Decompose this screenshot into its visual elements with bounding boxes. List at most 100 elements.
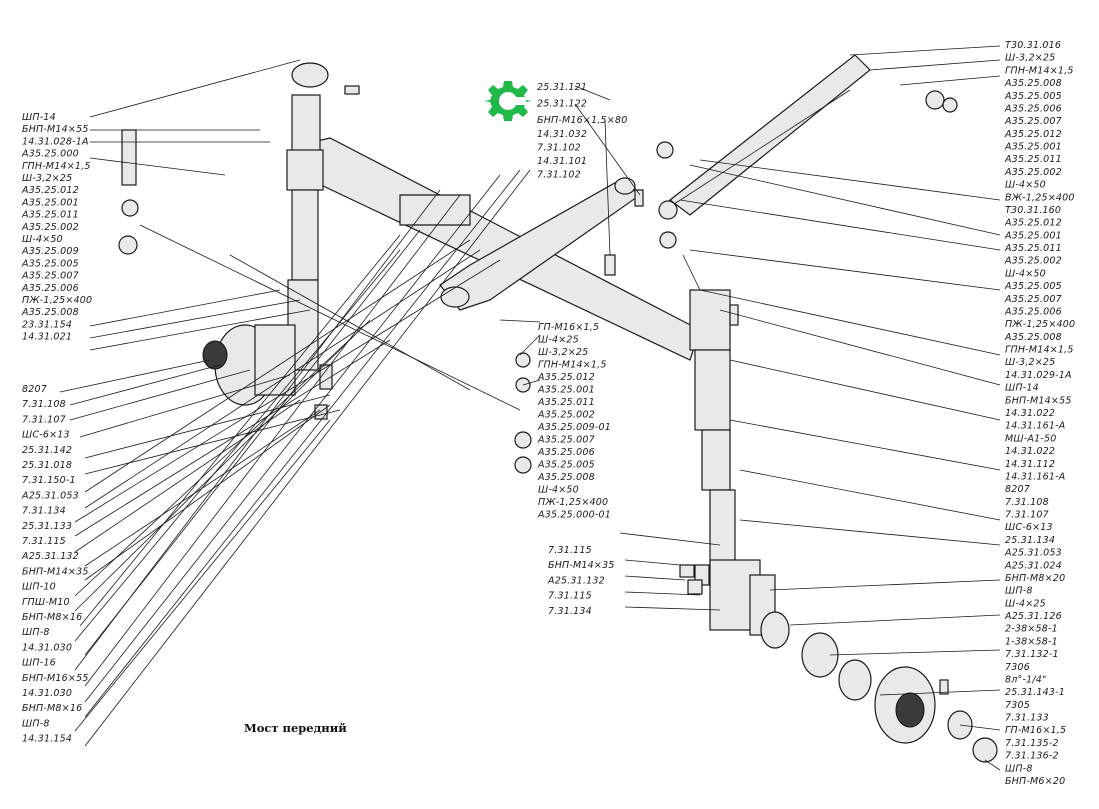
part-label: А35.25.011 [1004, 243, 1062, 254]
part-label: 25.31.018 [22, 460, 72, 471]
part-label: 14.31.022 [1005, 446, 1055, 457]
gear-icon [484, 81, 532, 121]
part-label: 14.31.032 [537, 129, 587, 140]
part-label: Ш-3,2×25 [538, 347, 588, 358]
part-label: 7.31.102 [537, 143, 581, 154]
part-label: 7.31.134 [548, 606, 592, 617]
part-label: 25.31.133 [22, 521, 72, 532]
part-label: 25.31.134 [1005, 535, 1055, 546]
part-label: ШП-8 [22, 718, 50, 729]
part-label: 25.31.143-1 [1005, 687, 1065, 698]
part-label: А35.25.011 [1004, 154, 1062, 165]
part-label: 7.31.115 [548, 545, 592, 556]
part-label: БНП-М8×16 [22, 703, 82, 714]
part-label: Ш-3,2×25 [1005, 357, 1055, 368]
part-label: БНП-М8×20 [1005, 573, 1065, 584]
part-label: ПЖ-1,25×400 [1005, 319, 1075, 330]
part-label: Ш-4×50 [538, 485, 579, 496]
part-label: ШС-6×13 [22, 430, 70, 441]
left-part-labels: ШП-14БНП-М14×5514.31.028-1АА35.25.000ГПН… [21, 112, 92, 745]
part-label: 14.31.161-А [1005, 471, 1065, 482]
part-label: ШП-16 [22, 658, 56, 669]
part-label: ВЖ-1,25×400 [1005, 192, 1075, 203]
part-label: А25.31.126 [1004, 611, 1062, 622]
part-label: А35.25.007 [21, 271, 79, 282]
part-label: БНП-М14×35 [548, 560, 615, 571]
part-label: БНП-М16×1,5×80 [537, 115, 627, 126]
part-label: А35.25.005 [1004, 281, 1062, 292]
part-label: А35.25.007 [1004, 294, 1062, 305]
part-label: 14.31.030 [22, 642, 72, 653]
part-label: 7.31.115 [22, 536, 66, 547]
part-label: А35.25.012 [537, 372, 595, 383]
part-label: Ш-4×50 [1005, 268, 1046, 279]
part-label: ГПШ-М10 [22, 597, 70, 608]
part-label: Ш-4×50 [1005, 180, 1046, 191]
right-part-labels: Т30.31.016Ш-3,2×25ГПН-М14×1,5А35.25.008А… [1004, 40, 1075, 787]
part-label: 7.31.108 [1005, 497, 1049, 508]
part-label: 2-38×58-1 [1005, 624, 1058, 635]
part-label: 14.31.022 [1005, 408, 1055, 419]
part-label: ГПН-М14×1,5 [1005, 345, 1074, 356]
part-label: Ш-4×25 [538, 335, 579, 346]
part-label: А35.25.005 [537, 460, 595, 471]
part-label: ГП-М16×1,5 [538, 322, 599, 333]
part-label: А35.25.000 [21, 149, 79, 160]
part-label: А25.31.024 [1004, 560, 1062, 571]
part-label: 14.31.112 [1005, 459, 1055, 470]
part-label: 7305 [1005, 700, 1030, 711]
part-label: А35.25.008 [537, 472, 595, 483]
part-label: А25.31.132 [21, 551, 79, 562]
part-label: А35.25.006 [537, 447, 595, 458]
part-label: А35.25.005 [21, 258, 79, 269]
part-label: А35.25.011 [537, 397, 595, 408]
part-label: 7.31.107 [1005, 510, 1049, 521]
part-label: 14.31.021 [22, 332, 72, 343]
part-label: 7.31.132-1 [1005, 649, 1059, 660]
part-label: Ш-3,2×25 [22, 173, 72, 184]
part-label: А35.25.000-01 [537, 510, 611, 521]
part-label: 7.31.108 [22, 399, 66, 410]
part-label: ШП-8 [22, 627, 50, 638]
part-label: 7.31.102 [537, 170, 581, 181]
part-label: Ш-4×25 [1005, 598, 1046, 609]
part-label: 8207 [22, 384, 47, 395]
part-label: А35.25.012 [1004, 218, 1062, 229]
part-label: 8л°-1/4" [1005, 674, 1047, 685]
part-label: 14.31.029-1А [1005, 370, 1072, 381]
part-label: 25.31.142 [22, 445, 72, 456]
middle-part-labels: ГП-М16×1,5Ш-4×25Ш-3,2×25ГПН-М14×1,5А35.2… [537, 322, 611, 521]
part-label: 7.31.115 [548, 591, 592, 602]
part-label: ГПН-М14×1,5 [538, 360, 607, 371]
part-label: А35.25.002 [537, 410, 595, 421]
part-label: БНП-М16×55 [22, 673, 89, 684]
part-label: 7.31.107 [22, 414, 66, 425]
part-label: А35.25.006 [21, 283, 79, 294]
part-label: А35.25.002 [1004, 256, 1062, 267]
part-label: ПЖ-1,25×400 [538, 497, 608, 508]
part-label: 14.31.028-1А [22, 136, 89, 147]
part-label: 7.31.136-2 [1005, 751, 1059, 762]
part-label: 14.31.161-А [1005, 421, 1065, 432]
part-label: А35.25.012 [1004, 129, 1062, 140]
part-label: А35.25.007 [537, 435, 595, 446]
part-label: ШС-6×13 [1005, 522, 1053, 533]
part-label: 14.31.030 [22, 688, 72, 699]
part-label: А35.25.011 [21, 210, 79, 221]
lower-middle-part-labels: 7.31.115БНП-М14×35А25.31.1327.31.1157.31… [547, 545, 615, 617]
part-label: 8207 [1005, 484, 1030, 495]
part-label: МШ-А1-50 [1005, 433, 1056, 444]
part-label: БНП-М14×55 [1005, 395, 1072, 406]
part-label: 7.31.133 [1005, 713, 1049, 724]
part-label: БНП-М14×55 [22, 124, 89, 135]
part-label: А35.25.006 [1004, 103, 1062, 114]
part-label: А25.31.132 [547, 575, 605, 586]
part-label: А25.31.053 [1004, 548, 1062, 559]
part-label: ШП-14 [1005, 383, 1039, 394]
axle-beam-assembly [118, 54, 998, 763]
part-label: А35.25.009-01 [537, 422, 611, 433]
part-label: ПЖ-1,25×400 [22, 295, 92, 306]
